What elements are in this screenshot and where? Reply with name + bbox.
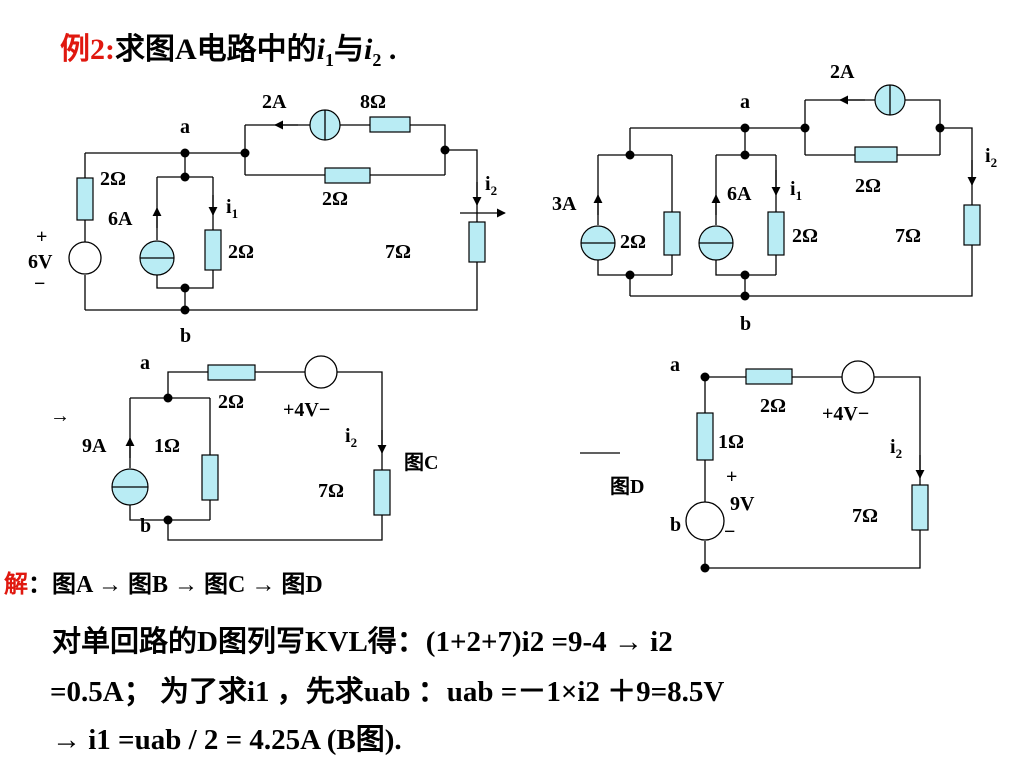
voltage-source-9v [685, 501, 725, 541]
fig-a-cs-label: 6A [108, 208, 133, 230]
resistor-2ohm-center [204, 229, 222, 271]
fig-b-i2-label: i2 [985, 145, 997, 170]
fig-c-node-a: a [140, 352, 150, 374]
resistor-1ohm-d [696, 412, 714, 461]
resistor-2ohm-b-top [854, 146, 898, 163]
fig-a-r-right-label: 7Ω [385, 241, 411, 263]
fig-d-v-minus: − [724, 521, 735, 543]
figure-d: a b 2Ω +4V− 1Ω + 9V − i2 7Ω 图D [580, 354, 929, 573]
resistor-7ohm [468, 221, 486, 263]
fig-a-i1-label: i1 [226, 196, 238, 221]
fig-d-r-top-label: 2Ω [760, 395, 786, 417]
solution-line-3: → i1 =uab / 2 = 4.25A (B图). [52, 724, 402, 756]
resistor-2ohm-left [76, 177, 94, 221]
fig-d-i2-label: i2 [890, 436, 902, 461]
problem-title: 例2:求图A电路中的i1与i2 . [60, 33, 397, 70]
fig-c-i2-label: i2 [345, 425, 357, 450]
resistor-2ohm-d [745, 368, 793, 385]
solution-line-1: 对单回路的D图列写KVL得：(1+2+7)i2 =9-4 → i2 [52, 626, 673, 658]
resistor-7ohm-c [373, 469, 391, 516]
figure-a: a b 2A 8Ω 2Ω 2Ω 6A i1 2Ω 7Ω i2 + 6V − [28, 91, 506, 347]
fig-d-node-b: b [670, 514, 681, 536]
voltage-source-4v-c [304, 355, 338, 389]
fig-d-v9-label: 9V [730, 493, 755, 515]
fig-d-v-plus: + [726, 466, 737, 488]
fig-a-src-top-label: 2A [262, 91, 287, 113]
fig-c-r-top-label: 2Ω [218, 391, 244, 413]
figure-b: a b 2A 2Ω i2 3A 2Ω 6A i1 2Ω 7Ω [552, 61, 997, 335]
fig-b-r-right-label: 7Ω [895, 225, 921, 247]
fig-b-node-a: a [740, 91, 750, 113]
fig-a-i2-label: i2 [485, 173, 497, 198]
fig-a-node-b: b [180, 325, 191, 347]
fig-c-r-left-label: 1Ω [154, 435, 180, 457]
solution-line-2: =0.5A； 为了求i1 ，先求uab ：uab =－1×i2 ＋9=8.5V [50, 676, 725, 708]
fig-d-name: 图D [610, 475, 644, 498]
fig-c-cs-label: 9A [82, 435, 107, 457]
fig-b-node-b: b [740, 313, 751, 335]
resistor-2ohm-b2 [767, 211, 785, 256]
fig-a-r-center-label: 2Ω [228, 241, 254, 263]
fig-b-src-top-label: 2A [830, 61, 855, 83]
fig-c-v-label: +4V− [283, 399, 330, 421]
fig-a-r-left-label: 2Ω [100, 168, 126, 190]
resistor-2ohm-b1 [663, 211, 681, 256]
example-label: 例2: [60, 33, 115, 66]
fig-a-v-plus: + [36, 226, 47, 248]
fig-b-i1-label: i1 [790, 178, 802, 203]
fig-b-cs2-label: 6A [727, 183, 752, 205]
fig-a-node-a: a [180, 116, 190, 138]
voltage-source-4v-d [841, 360, 875, 394]
fig-d-node-a: a [670, 354, 680, 376]
solution-steps: 图A → 图B → 图C → 图D [52, 572, 323, 598]
fig-b-r-top-label: 2Ω [855, 175, 881, 197]
fig-c-r-right-label: 7Ω [318, 480, 344, 502]
fig-b-r1-label: 2Ω [620, 231, 646, 253]
figure-c: a b → 2Ω +4V− 9A 1Ω i2 图C 7Ω [50, 352, 438, 541]
resistor-7ohm-b [963, 204, 981, 246]
fig-d-v-label: +4V− [822, 403, 869, 425]
resistor-7ohm-d [911, 484, 929, 531]
solution-header: 解：图A → 图B → 图C → 图D [4, 572, 323, 598]
fig-a-v-minus: − [34, 273, 45, 295]
fig-a-r-top-label: 8Ω [360, 91, 386, 113]
fig-d-r-right-label: 7Ω [852, 505, 878, 527]
fig-c-arrow-in: → [50, 405, 70, 427]
fig-c-name: 图C [404, 451, 438, 474]
fig-b-r2-label: 2Ω [792, 225, 818, 247]
fig-a-v-label: 6V [28, 251, 53, 273]
voltage-source-6v [68, 241, 102, 275]
resistor-2ohm-c [207, 364, 256, 381]
title-text: 求图A电路中的 [115, 33, 317, 66]
fig-b-cs1-label: 3A [552, 193, 577, 215]
resistor-2ohm-mid [324, 167, 371, 184]
resistor-8ohm [369, 116, 411, 133]
resistor-1ohm-c [201, 454, 219, 501]
fig-c-node-b: b [140, 515, 151, 537]
fig-a-r-mid-label: 2Ω [322, 188, 348, 210]
fig-d-r-left-label: 1Ω [718, 431, 744, 453]
solution-label: 解 [4, 572, 28, 598]
